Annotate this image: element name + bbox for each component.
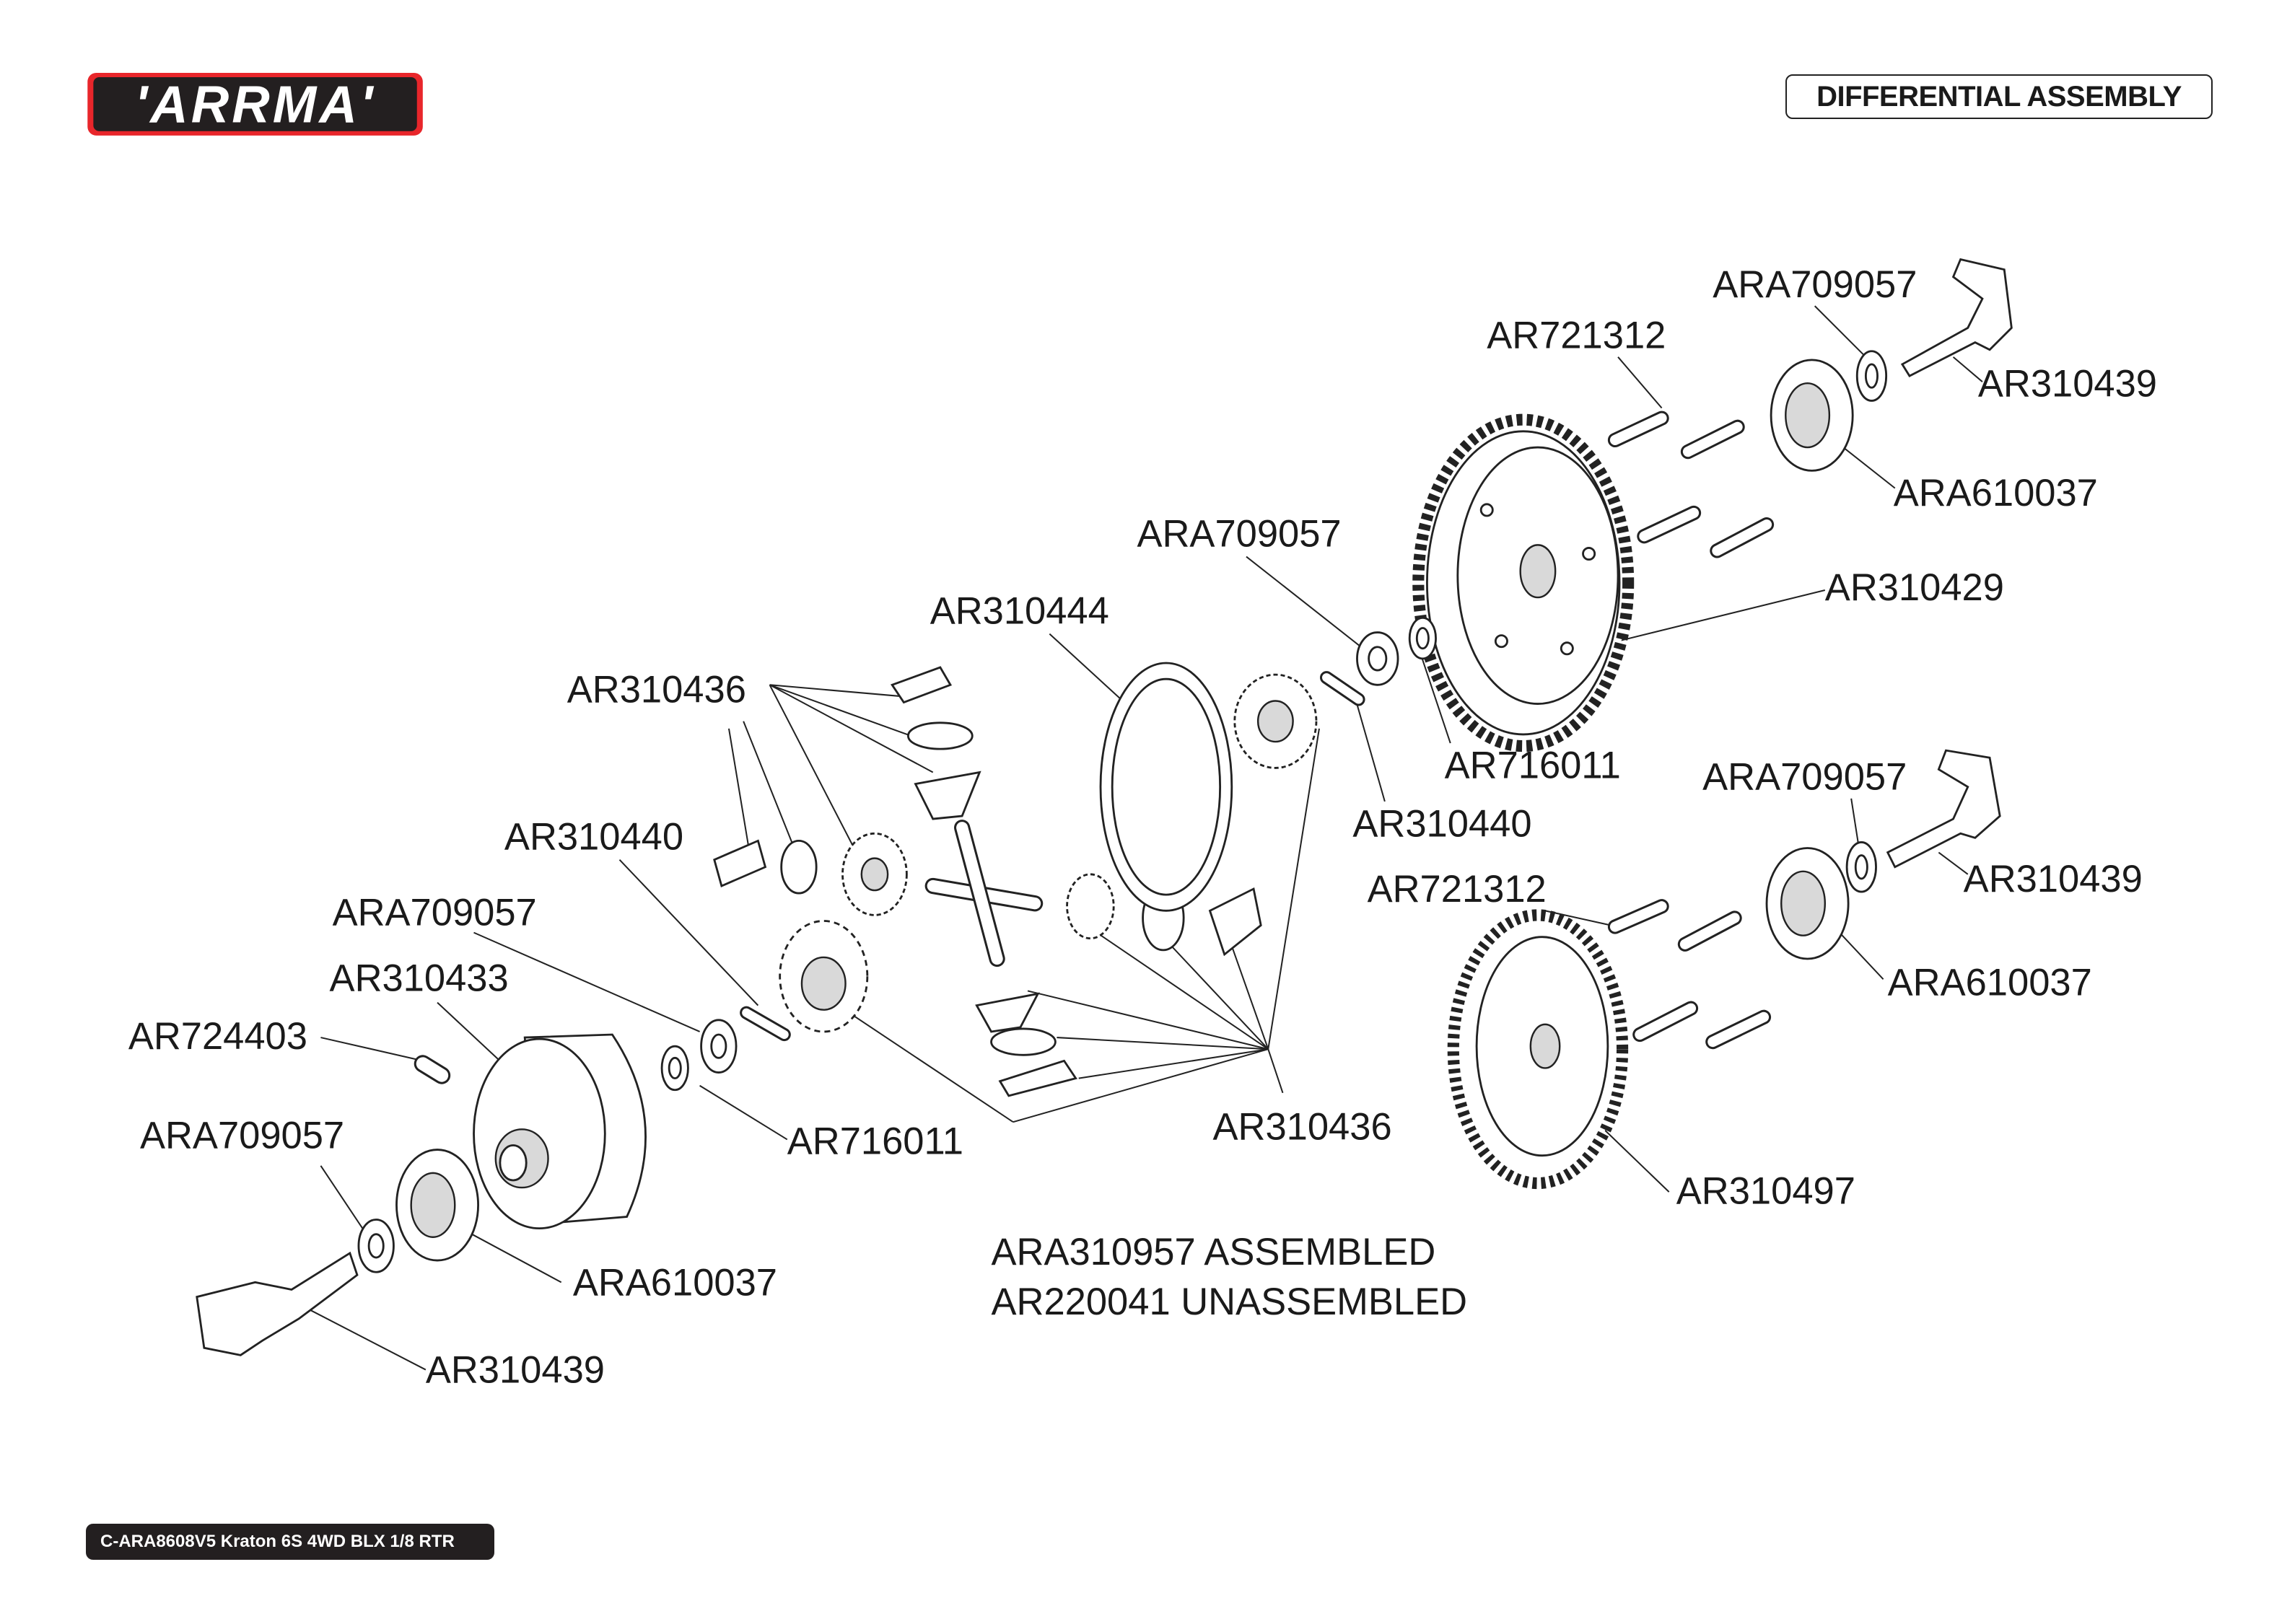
callout-label: ARA610037 [1894,472,2098,514]
spur-gear [1412,413,1635,752]
callout-label: AR724403 [128,1015,307,1058]
callout-label: AR310429 [1825,566,2004,609]
callout-label: AR310440 [1352,802,1531,845]
callout-label: AR310440 [504,816,683,859]
callout-label: ARA709057 [333,892,537,934]
leader-lines [298,305,1983,1371]
bearings [395,359,1854,1262]
washers [357,350,1888,1273]
section-title: DIFFERENTIAL ASSEMBLY [1785,74,2213,119]
callout-label: AR310444 [930,589,1109,632]
outdrives [196,258,2013,1356]
callout-label: AR721312 [1487,315,1666,357]
callout-label: ARA709057 [140,1115,344,1157]
callout-labels: ARA709057 AR721312 AR310439 ARA610037 AR… [128,263,2157,1392]
cross-shaft [924,820,1044,967]
assembled-note: ARA310957 ASSEMBLED [992,1231,1436,1273]
callout-label: ARA610037 [1888,961,2092,1004]
callout-label: AR716011 [787,1120,963,1163]
svg-text:'ARRMA': 'ARRMA' [135,76,375,134]
bevel-gears [779,673,1318,1033]
callout-label: AR310436 [567,669,746,711]
unassembled-note: AR220041 UNASSEMBLED [992,1281,1467,1323]
model-footer: C-ARA8608V5 Kraton 6S 4WD BLX 1/8 RTR [86,1524,494,1560]
callout-label: AR310439 [426,1349,605,1392]
callout-label: ARA610037 [573,1262,777,1304]
section-title-text: DIFFERENTIAL ASSEMBLY [1816,80,2182,113]
callout-label: ARA709057 [1713,263,1917,306]
diff-case [473,1033,647,1230]
callout-label: AR310436 [1213,1105,1392,1148]
callout-label: AR716011 [1445,745,1621,787]
callout-label: ARA709057 [1702,756,1907,799]
callout-label: AR310433 [330,957,509,999]
callout-label: AR310439 [1964,858,2143,900]
arrma-logo: 'ARRMA' [87,72,423,136]
callout-label: AR310439 [1978,362,2157,405]
shims-and-blocks [713,666,1262,1097]
gasket [1099,662,1233,912]
model-name: C-ARA8608V5 Kraton 6S 4WD BLX 1/8 RTR [100,1532,455,1551]
pins [414,411,1775,1084]
callout-label: AR310497 [1676,1169,1855,1212]
ring-gear [1447,909,1629,1190]
callout-label: AR721312 [1368,868,1547,910]
callout-label: ARA709057 [1137,512,1342,555]
